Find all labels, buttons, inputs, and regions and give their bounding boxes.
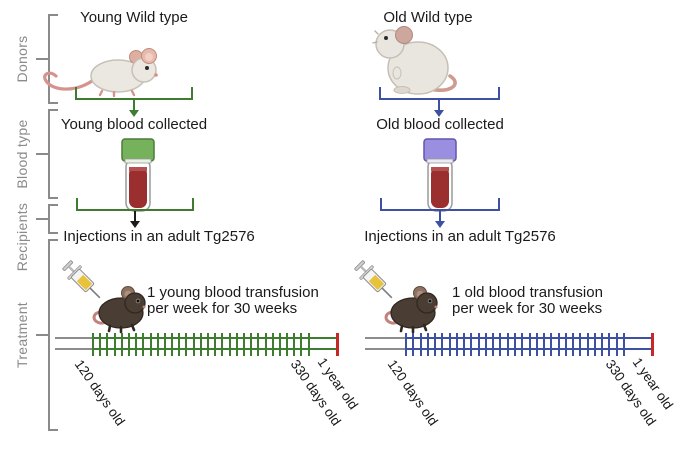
- old-donor-title: Old Wild type: [383, 9, 473, 26]
- recipients-bracket: [36, 204, 58, 234]
- old-mouse-icon: [372, 26, 457, 95]
- young-timeline-label-start: 120 days old: [71, 357, 128, 429]
- treatment-bracket: [36, 239, 58, 431]
- young-mouse-icon: [43, 48, 158, 98]
- young-blood-label: Young blood collected: [60, 116, 208, 133]
- donors-bracket: [36, 14, 58, 104]
- old-timeline-pre-segment: [365, 337, 405, 350]
- bracket-tick: [36, 334, 48, 336]
- old-end-marker: [651, 333, 654, 356]
- young-donor-title: Young Wild type: [80, 9, 188, 26]
- old-blood-bracket: [380, 198, 500, 211]
- old-timeline-post-segment: [625, 337, 651, 350]
- bracket-tick: [36, 218, 48, 220]
- sidebar-label-donors: Donors: [14, 35, 30, 83]
- syringe-icon: [354, 260, 393, 299]
- old-donor-arrow-icon: [434, 100, 444, 117]
- old-donor-bracket: [379, 87, 500, 100]
- bracket-tick: [36, 58, 48, 60]
- young-timeline-post-segment: [310, 337, 336, 350]
- old-blood-label: Old blood collected: [376, 116, 504, 133]
- blood-type-bracket: [36, 109, 58, 199]
- old-treatment-caption: 1 old blood transfusion per week for 30 …: [452, 285, 603, 317]
- young-transfusion-ladder: [92, 333, 310, 356]
- sidebar-label-recipients: Recipients: [14, 202, 30, 272]
- old-blood-tube-icon: [423, 138, 457, 212]
- syringe-icon: [62, 260, 101, 299]
- young-treatment-caption: 1 young blood transfusion per week for 3…: [147, 285, 319, 317]
- caption-line: per week for 30 weeks: [147, 300, 298, 317]
- young-end-marker: [336, 333, 339, 356]
- tg2576-mouse-icon: [92, 286, 146, 334]
- young-donor-bracket: [75, 87, 193, 100]
- caption-line: 1 young blood transfusion: [147, 284, 319, 301]
- caption-line: per week for 30 weeks: [452, 300, 603, 317]
- bracket-tick: [36, 153, 48, 155]
- old-blood-arrow-icon: [435, 211, 445, 228]
- old-transfusion-ladder: [405, 333, 625, 356]
- young-recipient-label: Injections in an adult Tg2576: [63, 228, 255, 245]
- sidebar-label-treatment: Treatment: [14, 302, 30, 368]
- sidebar-label-blood-type: Blood type: [14, 119, 30, 189]
- old-recipient-label: Injections in an adult Tg2576: [364, 228, 556, 245]
- young-donor-arrow-icon: [129, 100, 139, 117]
- old-timeline-label-start: 120 days old: [384, 357, 441, 429]
- tg2576-mouse-icon: [384, 286, 438, 334]
- young-timeline-pre-segment: [55, 337, 92, 350]
- caption-line: 1 old blood transfusion: [452, 284, 603, 301]
- young-blood-bracket: [76, 198, 194, 211]
- young-blood-tube-icon: [121, 138, 155, 212]
- young-blood-arrow-icon: [130, 211, 140, 228]
